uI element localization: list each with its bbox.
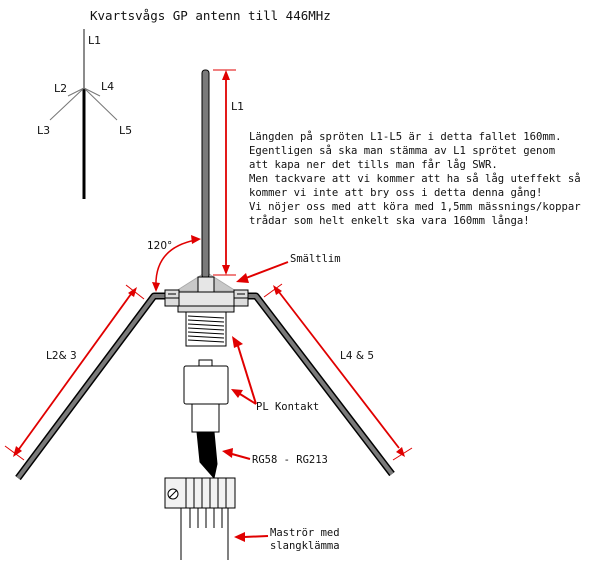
thread-5 bbox=[187, 331, 225, 335]
glue-pointer bbox=[245, 261, 289, 279]
screw-left-low bbox=[164, 297, 180, 307]
description-line-5: kommer vi inte att bry oss i detta denna… bbox=[249, 186, 542, 199]
label-l23: L2& 3 bbox=[46, 350, 77, 362]
center-pin-housing bbox=[197, 276, 215, 293]
description-line-6: Vi nöjer oss med att köra med 1,5mm mäss… bbox=[249, 201, 581, 213]
dim-l23-line bbox=[18, 293, 132, 450]
thread-3 bbox=[187, 323, 225, 327]
mini-label-l3: L3 bbox=[37, 124, 50, 137]
callout-mast: Maströr med slangklämma bbox=[234, 527, 340, 552]
mini-element-l2 bbox=[67, 87, 85, 97]
label-glue: Smältlim bbox=[290, 253, 341, 265]
glue-arrow bbox=[236, 273, 249, 283]
dim-l1-arrow-bottom bbox=[222, 265, 230, 275]
pl-pointer-top bbox=[237, 345, 257, 405]
mast bbox=[164, 477, 236, 560]
pl-plug bbox=[183, 359, 229, 433]
dim-l23-arrow-bottom bbox=[13, 446, 22, 457]
thread-1 bbox=[187, 315, 225, 319]
dim-l45-arrow-bottom bbox=[396, 447, 405, 457]
radial-right bbox=[238, 292, 395, 477]
angle-arrow-top bbox=[191, 235, 201, 244]
dimension-l1: L1 bbox=[213, 69, 244, 276]
label-cable: RG58 - RG213 bbox=[252, 454, 328, 466]
mast-pointer bbox=[243, 535, 269, 538]
plug-body bbox=[183, 365, 229, 405]
callout-glue: Smältlim bbox=[236, 253, 341, 283]
mini-label-l2: L2 bbox=[54, 82, 67, 95]
mini-label-l4: L4 bbox=[101, 80, 114, 93]
mast-arrow bbox=[234, 532, 245, 542]
mini-element-l4 bbox=[83, 87, 101, 97]
radial-left-fill bbox=[16, 294, 170, 480]
angle-arc bbox=[155, 239, 197, 289]
thread-4 bbox=[187, 327, 225, 331]
cable-arrow bbox=[222, 448, 233, 458]
description-line-2: Egentligen så ska man stämma av L1 spröt… bbox=[249, 144, 555, 157]
pl-arrow-top bbox=[232, 336, 243, 348]
label-mast-line1: Maströr med bbox=[270, 527, 340, 539]
plug-sleeve bbox=[191, 403, 220, 433]
dimension-l23: L2& 3 bbox=[4, 284, 145, 461]
dimension-l45: L4 & 5 bbox=[263, 283, 413, 461]
angle-indicator: 120° bbox=[147, 235, 201, 292]
mini-label-l1: L1 bbox=[88, 34, 101, 47]
mini-antenna: L1 L2 L3 L4 L5 bbox=[37, 29, 132, 199]
socket-flange bbox=[175, 291, 237, 307]
socket-nut bbox=[177, 305, 235, 313]
mini-element-l3 bbox=[49, 87, 85, 121]
screw-right-low bbox=[233, 297, 249, 307]
radiator-l1 bbox=[201, 69, 210, 279]
pl-pointer-bottom bbox=[239, 393, 257, 405]
thread-6 bbox=[187, 335, 225, 339]
label-angle: 120° bbox=[147, 240, 172, 252]
cable-pointer bbox=[231, 453, 251, 460]
callout-pl: PL Kontakt bbox=[231, 336, 319, 413]
mini-label-l5: L5 bbox=[119, 124, 132, 137]
dim-l45-line bbox=[278, 291, 400, 449]
pl-arrow-bottom bbox=[231, 389, 243, 398]
threaded-socket bbox=[177, 305, 235, 347]
thread-7 bbox=[187, 339, 225, 343]
thread-2 bbox=[187, 319, 225, 323]
dim-l45-arrow-top bbox=[273, 285, 282, 295]
description-line-3: att kapa ner det tills man får låg SWR. bbox=[249, 158, 498, 171]
label-pl: PL Kontakt bbox=[256, 401, 319, 413]
clamp-screw-slot bbox=[168, 489, 178, 499]
mini-element-l5 bbox=[83, 87, 118, 121]
label-l1: L1 bbox=[231, 100, 244, 113]
description-line-7: trådar som helt enkelt ska vara 160mm lå… bbox=[249, 214, 530, 227]
flange-screws bbox=[164, 289, 249, 307]
dim-l1-arrow-top bbox=[222, 70, 230, 80]
description-line-1: Längden på spröten L1-L5 är i detta fall… bbox=[249, 130, 562, 143]
coax-cable bbox=[196, 431, 218, 480]
angle-arrow-bottom bbox=[152, 282, 160, 292]
dim-l23-arrow-top bbox=[128, 287, 137, 297]
dim-l45-tick-top bbox=[263, 283, 283, 298]
description: Längden på spröten L1-L5 är i detta fall… bbox=[249, 130, 581, 227]
label-l45: L4 & 5 bbox=[340, 350, 374, 362]
label-mast-line2: slangklämma bbox=[270, 540, 340, 552]
callout-cable: RG58 - RG213 bbox=[222, 448, 328, 466]
diagram-title: Kvartsvågs GP antenn till 446MHz bbox=[90, 8, 331, 23]
description-line-4: Men tackvare att vi kommer att ha så låg… bbox=[249, 172, 581, 185]
